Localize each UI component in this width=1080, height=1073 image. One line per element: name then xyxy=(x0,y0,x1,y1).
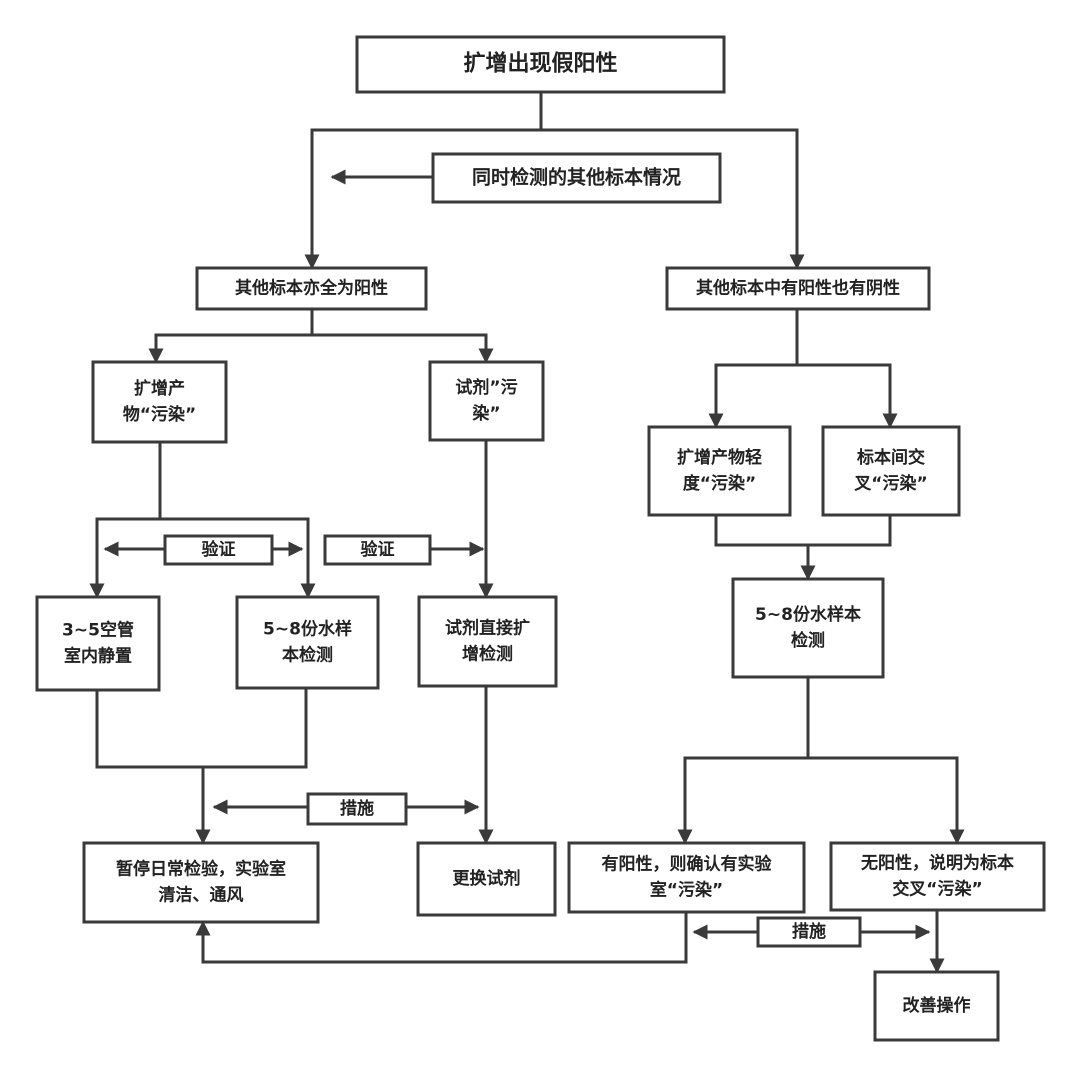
replace-reagent-line-1: 更换试剂 xyxy=(453,868,521,889)
verify-left-line-1: 验证 xyxy=(202,539,236,560)
negative-cross-line-1: 无阳性，说明为标本 xyxy=(860,853,1014,874)
edge-positive-to-pause xyxy=(195,912,688,964)
light-amp-contam-line-2: 度“污染” xyxy=(683,473,756,494)
cross-contam-line-1: 标本间交 xyxy=(857,447,925,468)
label-verify-mid: 验证 xyxy=(323,534,432,566)
reagent-direct-line-2: 增检测 xyxy=(462,644,513,665)
edge-amp-to-tubes xyxy=(89,442,162,599)
edge-allpos-to-reagent xyxy=(312,333,494,364)
label-verify-left: 验证 xyxy=(163,534,274,566)
edge-water-right-to-positive xyxy=(677,677,810,845)
empty-tubes-line-2: 室内静置 xyxy=(64,646,132,667)
node-replace-reagent: 更换试剂 xyxy=(416,841,557,917)
cross-contam-line-2: 叉“污染” xyxy=(853,473,927,494)
amp-contam-line-2: 物“污染” xyxy=(123,404,196,425)
edge-light-cross-merge xyxy=(714,515,892,547)
edge-root-split xyxy=(304,92,543,270)
reagent-contam-line-2: 染” xyxy=(472,403,500,424)
check-other-line-1: 同时检测的其他标本情况 xyxy=(472,166,681,189)
water-samples-left-line-1: 5~8份水样 xyxy=(263,619,352,640)
all-positive-line-1: 其他标本亦全为阳性 xyxy=(235,278,388,299)
edge-allpos-to-amp xyxy=(148,309,314,364)
empty-tubes-line-1: 3~5空管 xyxy=(62,620,134,641)
edge-amp-to-water xyxy=(160,517,316,599)
edge-tubes-water-merge xyxy=(95,688,308,769)
verify-mid-line-1: 验证 xyxy=(361,539,395,560)
edge-mixed-to-light xyxy=(708,309,799,429)
connectors xyxy=(89,92,965,974)
node-reagent-contamination: 试剂”污染” xyxy=(428,360,545,442)
edge-water-right-to-negative xyxy=(808,756,965,845)
pause-line-1: 暂停日常检验，实验室 xyxy=(116,859,286,880)
node-false-positive: 扩增出现假阳性 xyxy=(355,35,726,94)
edge-root-to-mixed xyxy=(541,128,805,270)
negative-cross-line-2: 交叉“污染” xyxy=(892,879,982,900)
measures-right-line-1: 措施 xyxy=(792,921,826,942)
node-check-other-samples: 同时检测的其他标本情况 xyxy=(431,152,722,204)
root-line-1: 扩增出现假阳性 xyxy=(463,51,617,77)
pause-line-2: 清洁、通风 xyxy=(159,885,244,906)
mixed-line-1: 其他标本中有阳性也有阴性 xyxy=(696,278,900,299)
label-measures-right: 措施 xyxy=(756,916,862,948)
water-samples-right-line-1: 5~8份水样本 xyxy=(755,604,861,625)
amp-contam-line-1: 扩增产 xyxy=(134,378,185,399)
node-improve-operation: 改善操作 xyxy=(873,970,1000,1042)
node-all-positive: 其他标本亦全为阳性 xyxy=(195,266,428,311)
water-samples-left-line-2: 本检测 xyxy=(282,645,333,666)
light-amp-contam-line-1: 扩增产物轻 xyxy=(677,447,762,468)
water-samples-right-line-2: 检测 xyxy=(791,630,825,651)
label-measures-left: 措施 xyxy=(306,792,408,826)
reagent-direct-line-1: 试剂直接扩 xyxy=(445,618,530,639)
improve-line-1: 改善操作 xyxy=(903,995,971,1016)
measures-left-line-1: 措施 xyxy=(340,798,374,819)
node-mixed-results: 其他标本中有阳性也有阴性 xyxy=(665,266,931,311)
reagent-contam-line-1: 试剂”污 xyxy=(455,377,517,398)
node-amplicon-contamination: 扩增产物“污染” xyxy=(91,360,228,444)
positive-lab-line-1: 有阳性，则确认有实验 xyxy=(602,854,773,875)
positive-lab-line-2: 室“污染” xyxy=(650,880,723,901)
edge-mixed-to-cross xyxy=(797,363,898,429)
